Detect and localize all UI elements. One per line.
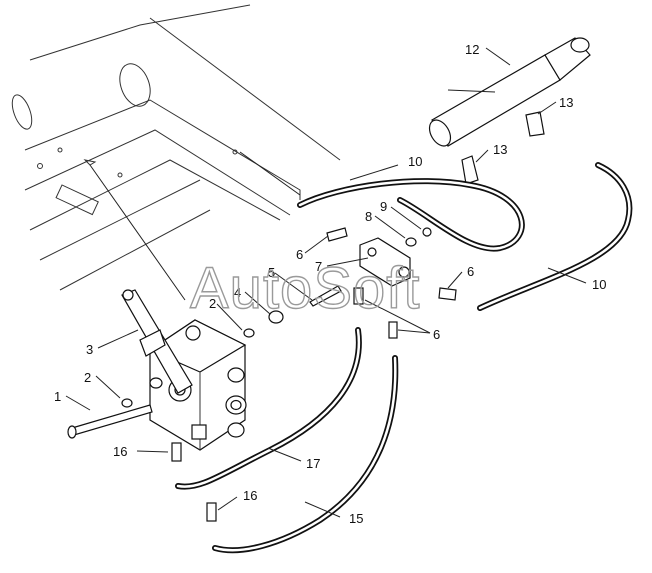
callout-9: 9: [380, 199, 387, 214]
callout-15: 15: [349, 511, 363, 526]
control-lever: [121, 289, 193, 394]
callout-3: 3: [86, 342, 93, 357]
mounting-bolt: [67, 404, 153, 439]
callout-12: 12: [465, 42, 479, 57]
callout-10-upper: 10: [408, 154, 422, 169]
nut: [268, 310, 284, 324]
cap-9: [422, 227, 432, 237]
washer-8: [405, 237, 417, 247]
hose-17: [175, 327, 362, 490]
hydraulic-cylinder: [428, 37, 591, 147]
watermark-logo: AutoSoft: [190, 256, 420, 321]
tractor-frame: [11, 4, 341, 301]
callout-13-left: 13: [493, 142, 507, 157]
hose-15: [212, 355, 399, 554]
callout-4: 4: [234, 285, 241, 300]
hose-10-left: [297, 178, 525, 252]
fittings: [171, 111, 545, 522]
callout-1: 1: [54, 389, 61, 404]
callout-17: 17: [306, 456, 320, 471]
leader-lines: [65, 47, 587, 518]
callout-2-lower: 2: [84, 370, 91, 385]
callout-16-left: 16: [113, 444, 127, 459]
bolt-7: [309, 285, 342, 307]
callout-6-left: 6: [296, 247, 303, 262]
callout-6-lower: 6: [433, 327, 440, 342]
callout-6-right: 6: [467, 264, 474, 279]
callout-8: 8: [365, 209, 372, 224]
callout-5: 5: [268, 265, 275, 280]
callout-16-right: 16: [243, 488, 257, 503]
callout-2-upper: 2: [209, 296, 216, 311]
callout-13-right: 13: [559, 95, 573, 110]
washer-upper: [243, 328, 255, 338]
tee-block: [359, 237, 411, 287]
hose-10-right: [477, 162, 633, 311]
callout-10-right: 10: [592, 277, 606, 292]
callout-7: 7: [315, 259, 322, 274]
washer-lower: [121, 398, 133, 408]
